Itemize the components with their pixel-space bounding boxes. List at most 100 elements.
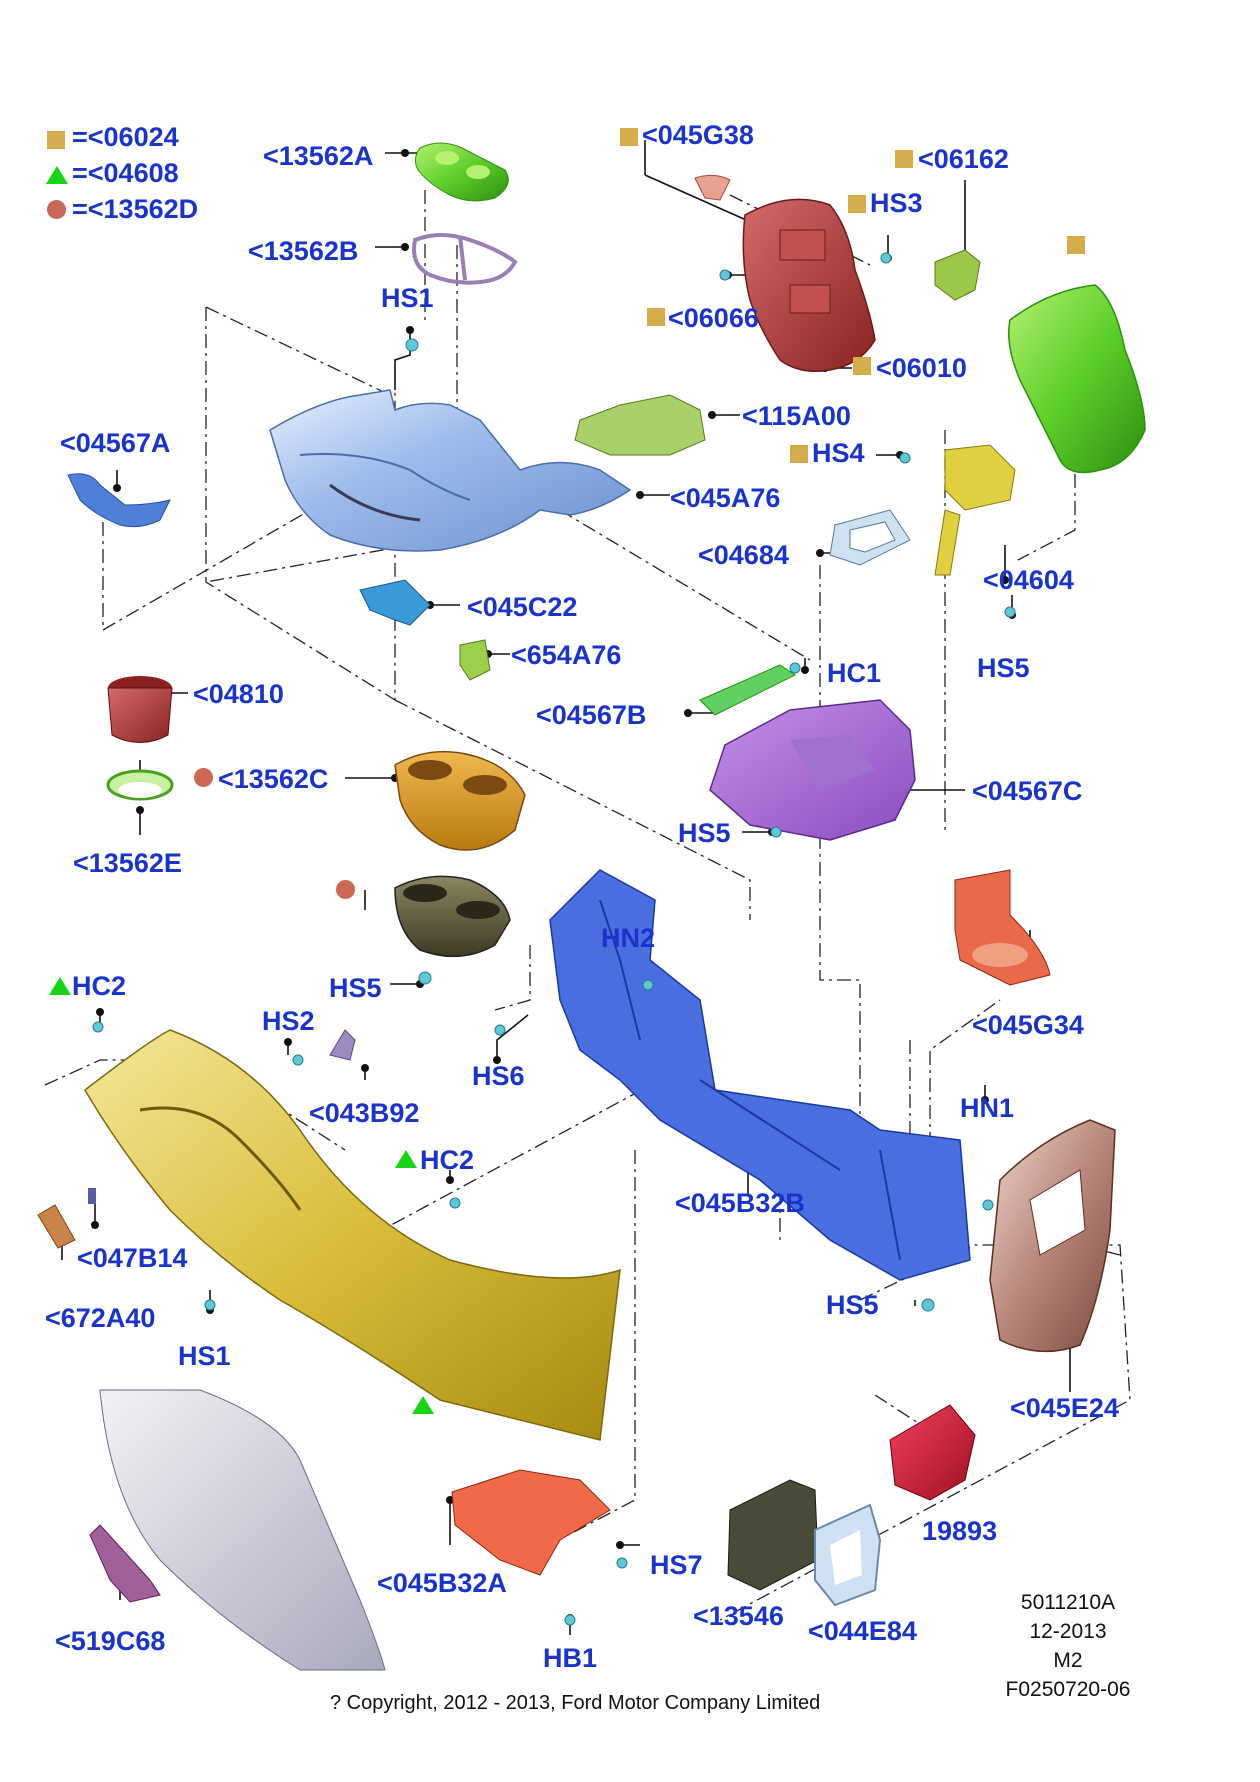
label-HN1: HN1 xyxy=(960,1093,1015,1123)
label-13562B: <13562B xyxy=(248,236,359,266)
label-04567A: <04567A xyxy=(60,428,171,458)
label-HS2: HS2 xyxy=(262,1006,315,1036)
copyright-notice: ? Copyright, 2012 - 2013, Ford Motor Com… xyxy=(330,1692,821,1714)
part-519C68-trim xyxy=(89,1524,161,1603)
label-045G38: <045G38 xyxy=(642,120,754,150)
triangle-symbol-console-side xyxy=(412,1396,434,1414)
legend-circle-symbol xyxy=(47,200,66,219)
square-symbol-06010 xyxy=(853,357,871,375)
label-HS3: HS3 xyxy=(870,188,923,218)
triangle-symbol-HC2-left xyxy=(49,977,71,995)
part-dark-cupholder xyxy=(394,875,511,958)
label-045B32B: <045B32B xyxy=(675,1188,805,1218)
part-04567B-strip xyxy=(699,664,796,716)
drawing-code: 5011210A xyxy=(1020,1591,1116,1614)
legend-square-text: =<06024 xyxy=(72,122,179,152)
part-045G34-bracket xyxy=(954,869,1051,986)
label-13546: <13546 xyxy=(693,1601,784,1631)
label-04810: <04810 xyxy=(193,679,284,709)
label-519C68: <519C68 xyxy=(55,1626,166,1656)
label-HS5-a: HS5 xyxy=(977,653,1030,683)
label-04684: <04684 xyxy=(698,540,789,570)
label-045C22: <045C22 xyxy=(467,592,578,622)
part-04604-hinge xyxy=(934,444,1016,576)
label-HC2-left: HC2 xyxy=(72,971,127,1001)
legend-triangle-symbol xyxy=(46,166,68,184)
label-115A00: <115A00 xyxy=(742,401,851,431)
square-symbol-HS3 xyxy=(848,195,866,213)
label-HS4: HS4 xyxy=(812,438,865,468)
part-045E24-bezel xyxy=(989,1119,1116,1353)
part-13562B-ring xyxy=(412,233,518,285)
label-04567C: <04567C xyxy=(972,776,1083,806)
part-047B14-pin xyxy=(88,1188,96,1204)
label-04567B: <04567B xyxy=(536,700,647,730)
part-armrest-lid xyxy=(1008,284,1146,474)
label-06010: <06010 xyxy=(876,353,967,383)
part-06010-red-panel xyxy=(742,198,876,372)
label-HS5-c: HS5 xyxy=(329,973,382,1003)
part-045A76-console-top xyxy=(269,389,632,552)
part-06162-bracket xyxy=(934,249,981,301)
label-043B92: <043B92 xyxy=(309,1098,420,1128)
part-045G38-clip xyxy=(694,174,731,201)
label-045A76: <045A76 xyxy=(670,483,781,513)
label-HS1-bottom: HS1 xyxy=(178,1341,231,1371)
part-045C22-bracket xyxy=(359,579,431,626)
square-symbol-045G38 xyxy=(620,128,638,146)
legend-circle-text: =<13562D xyxy=(72,194,199,224)
part-grey-panel xyxy=(99,1389,386,1671)
label-045G34: <045G34 xyxy=(972,1010,1084,1040)
legend-triangle-text: =<04608 xyxy=(72,158,179,188)
label-HS6: HS6 xyxy=(472,1061,525,1091)
part-04810-holder xyxy=(107,676,173,743)
part-19893-vent xyxy=(889,1404,976,1501)
label-654A76: <654A76 xyxy=(511,640,622,670)
part-115A00-tray xyxy=(574,394,706,456)
drawing-revision: M2 xyxy=(1053,1649,1083,1672)
label-045B32A: <045B32A xyxy=(377,1568,507,1598)
part-672A40-cover xyxy=(37,1204,76,1249)
label-045E24: <045E24 xyxy=(1010,1393,1119,1423)
part-654A76-clip xyxy=(459,639,491,681)
square-symbol-06162 xyxy=(895,150,913,168)
part-yellow-console-side xyxy=(84,1029,621,1441)
part-045B32B-frame xyxy=(549,869,971,1281)
label-672A40: <672A40 xyxy=(45,1303,156,1333)
legend-square-symbol xyxy=(47,131,65,149)
label-13562A: <13562A xyxy=(263,141,374,171)
fasteners xyxy=(92,252,1016,1626)
square-symbol-HS4 xyxy=(790,445,808,463)
part-04567A-trim xyxy=(67,473,171,528)
part-13546-module xyxy=(727,1479,819,1591)
part-044E84-frame xyxy=(814,1503,882,1607)
label-HC2-mid: HC2 xyxy=(420,1145,475,1175)
label-HB1: HB1 xyxy=(543,1643,598,1673)
square-symbol-06066 xyxy=(647,308,665,326)
label-04604: <04604 xyxy=(983,565,1074,595)
part-13562C-cupholder xyxy=(394,750,526,851)
circle-symbol-dark-cupholder xyxy=(336,880,355,899)
part-13562E-ring xyxy=(106,769,174,801)
square-symbol-armrest xyxy=(1067,236,1085,254)
drawing-reference: F0250720-06 xyxy=(1005,1678,1131,1701)
label-HS1-top: HS1 xyxy=(381,283,434,313)
triangle-symbol-HC2-mid xyxy=(395,1150,417,1168)
drawing-date: 12-2013 xyxy=(1029,1620,1107,1643)
part-13562A-mat xyxy=(414,142,509,202)
label-HS5-d: HS5 xyxy=(826,1290,879,1320)
part-04567C-tray xyxy=(709,699,916,841)
label-HN2: HN2 xyxy=(601,923,656,953)
label-HS5-b: HS5 xyxy=(678,818,731,848)
label-HS7: HS7 xyxy=(650,1550,703,1580)
label-13562C: <13562C xyxy=(218,764,329,794)
label-13562E: <13562E xyxy=(73,848,182,878)
part-04684-frame xyxy=(829,509,911,566)
part-043B92-clip xyxy=(329,1029,356,1061)
label-044E84: <044E84 xyxy=(808,1616,917,1646)
label-047B14: <047B14 xyxy=(77,1243,188,1273)
label-06162: <06162 xyxy=(918,144,1009,174)
part-045B32A-bracket xyxy=(451,1469,611,1576)
